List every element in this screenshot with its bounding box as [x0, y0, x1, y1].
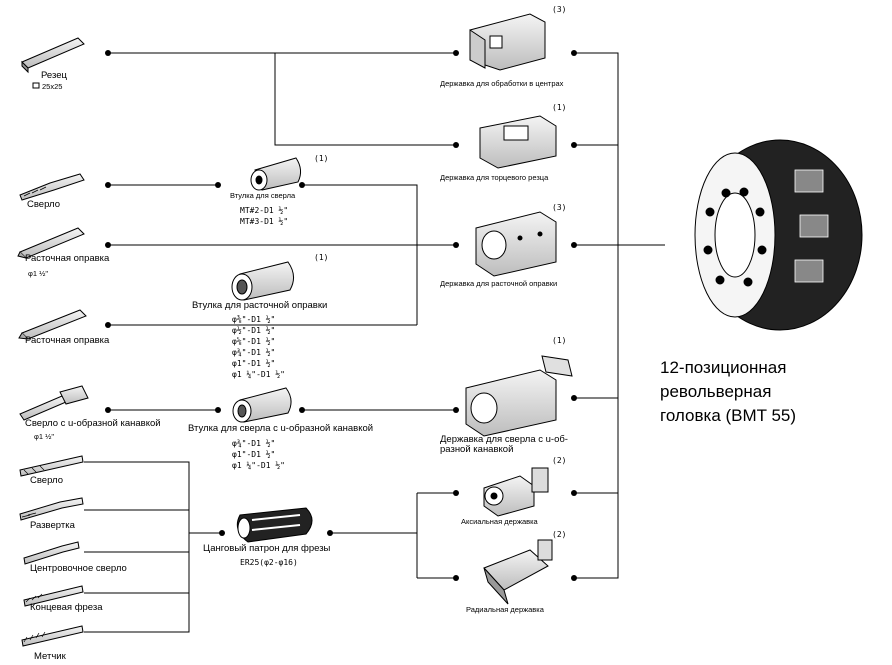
spec-vtulka-rast-3: φ¾"-D1 ½" — [232, 348, 276, 357]
spec-vtulka-sverla-1: MT#3-D1 ½" — [240, 217, 289, 226]
spec-vtulka-sverla-0: MT#2-D1 ½" — [240, 206, 289, 215]
holder-boring-icon — [475, 211, 557, 277]
label-vtulka-rast: Втулка для расточной оправки — [192, 300, 328, 311]
turret-icon — [694, 139, 863, 331]
tool-sverlo-icon — [19, 173, 85, 201]
holder-axial-icon — [483, 467, 549, 517]
label-sverlo-u: Сверло с u-образной канавкой — [25, 418, 161, 429]
label-sverlo: Сверло — [27, 199, 60, 210]
spec-vtulka-rast-0: φ⅜"-D1 ½" — [232, 315, 276, 324]
turret-title-line2: револьверная — [660, 382, 772, 401]
label-h5: Аксиальная державка — [461, 517, 538, 526]
label-rastoch1-spec: φ1 ½" — [28, 269, 49, 278]
qty-h2: (1) — [552, 103, 567, 112]
sleeve-u-icon — [232, 387, 292, 423]
qty-h1: (3) — [552, 5, 567, 14]
spec-vtulka-rast-4: φ1"-D1 ½" — [232, 359, 276, 368]
label-rastoch1: Расточная оправка — [25, 253, 110, 264]
connection-lines — [84, 52, 665, 633]
spec-vtulka-rast-5: φ1 ¼"-D1 ½" — [232, 370, 285, 379]
spec-vtulka-rast-1: φ½"-D1 ½" — [232, 326, 276, 335]
label-rezets-size: 25x25 — [42, 82, 63, 91]
label-sverlo2: Сверло — [30, 475, 63, 486]
label-razvertka: Развертка — [30, 520, 75, 531]
label-h4-line2: разной канавкой — [440, 444, 514, 455]
tool-rastoch2-icon — [18, 309, 87, 340]
tool-sverlo-u-icon — [19, 385, 89, 421]
turret-title-line3: головка (BMT 55) — [660, 406, 797, 425]
tool-small-drills-icons — [19, 455, 84, 647]
label-rastoch2: Расточная оправка — [25, 335, 110, 346]
label-h2: Державка для торцевого резца — [440, 173, 549, 182]
label-vtulka-sverla: Втулка для сверла — [230, 191, 296, 200]
label-rezets: Резец — [41, 70, 67, 81]
label-konts: Концевая фреза — [30, 602, 103, 613]
label-vtulka-u: Втулка для сверла с u-образной канавкой — [188, 423, 374, 434]
connection-dots — [105, 50, 577, 581]
sleeve-rast-icon — [231, 261, 294, 301]
qty-h6: (2) — [552, 530, 567, 539]
label-sverlo-u-spec: φ1 ½" — [34, 432, 55, 441]
qty-h4: (1) — [552, 336, 567, 345]
tool-rastoch1-icon — [17, 227, 85, 259]
qty-h5: (2) — [552, 456, 567, 465]
label-h6: Радиальная державка — [466, 605, 544, 614]
tool-rezets-icon — [21, 37, 85, 89]
qty-vtulka-rast: (1) — [314, 253, 329, 262]
label-h3: Державка для расточной оправки — [440, 279, 558, 288]
spec-tsang: ER25(φ2-φ16) — [240, 558, 298, 567]
holder-face-icon — [479, 115, 557, 169]
label-tsentr: Центровочное сверло — [30, 563, 127, 574]
holder-u-drill-icon — [465, 355, 573, 437]
label-tsang: Цанговый патрон для фрезы — [203, 543, 331, 554]
spec-vtulka-u-1: φ1"-D1 ½" — [232, 450, 276, 459]
sleeve-sverla-icon — [250, 157, 302, 191]
spec-vtulka-u-2: φ1 ¼"-D1 ½" — [232, 461, 285, 470]
turret-title-line1: 12-позиционная — [660, 358, 787, 377]
holder-radial-icon — [483, 539, 553, 605]
spec-vtulka-rast-2: φ⅝"-D1 ½" — [232, 337, 276, 346]
holder-centers-icon — [469, 13, 546, 71]
label-h1: Державка для обработки в центрах — [440, 79, 564, 88]
spec-vtulka-u-0: φ¾"-D1 ½" — [232, 439, 276, 448]
label-h4-line1: Державка для сверла с u-об- — [440, 434, 568, 445]
qty-vtulka-sverla: (1) — [314, 154, 329, 163]
collet-chuck-icon — [236, 507, 313, 543]
qty-h3: (3) — [552, 203, 567, 212]
label-metchik: Метчик — [34, 651, 66, 662]
